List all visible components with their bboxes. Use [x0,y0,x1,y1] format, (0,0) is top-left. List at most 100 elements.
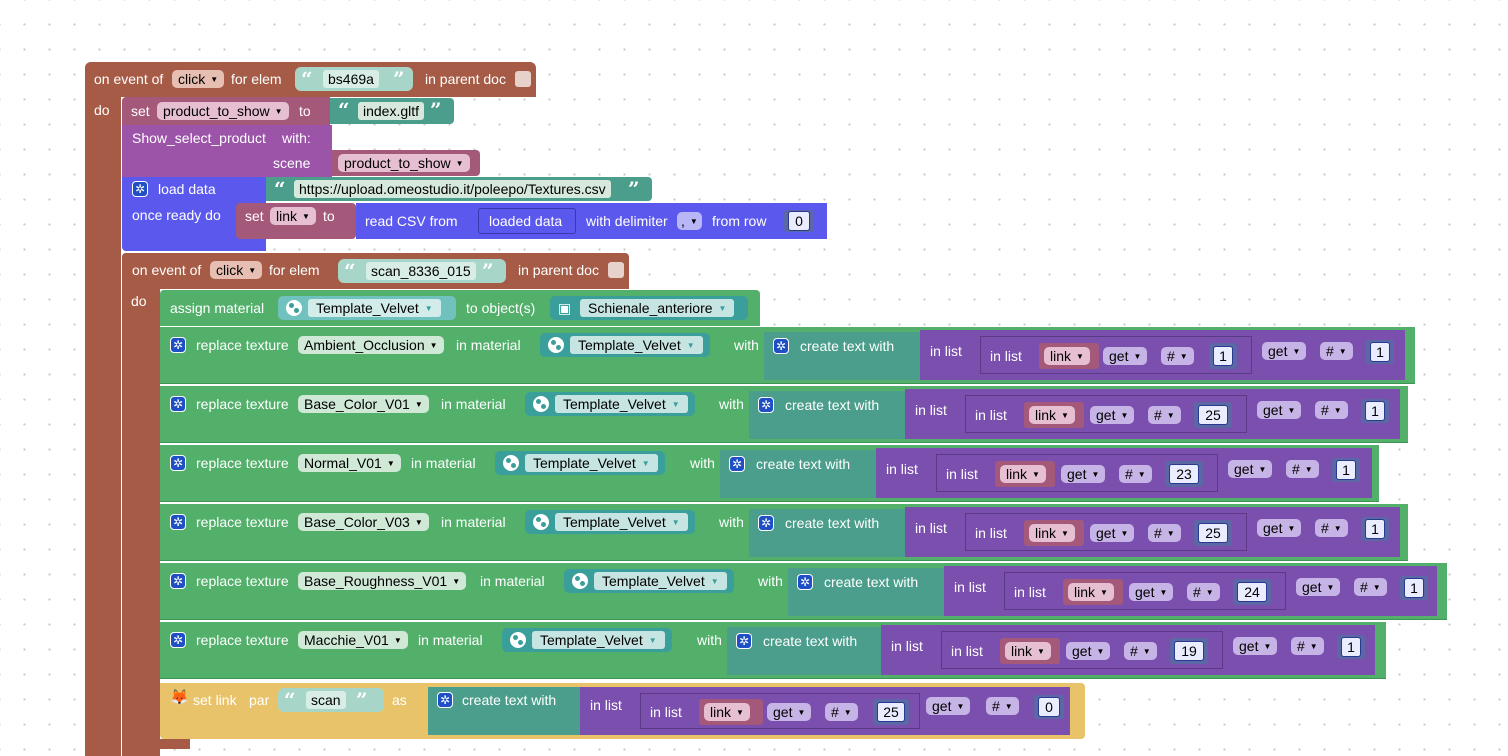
elem-string-field[interactable]: bs469a [323,70,379,88]
inner-elem-string-block[interactable]: “ scan_8336_015 ” [338,259,506,283]
index-number-block[interactable]: 24 [1233,579,1271,605]
get2-dropdown[interactable]: get▼ [926,697,971,715]
texture-dropdown[interactable]: Base_Roughness_V01▼ [298,572,467,590]
inner-list-block[interactable]: in list link▼ get▼ #▼ 25 [640,693,920,729]
replace-texture-block[interactable]: ✲ replace texture Normal_V01▼ in materia… [160,445,1379,502]
create-text-block[interactable]: ✲ create text with [720,450,876,498]
hash2-dropdown[interactable]: #▼ [1315,401,1348,419]
index2-number-block[interactable]: 1 [1361,399,1389,423]
create-text-block[interactable]: ✲ create text with [749,391,905,439]
material-selector[interactable]: Template_Velvet▼ [540,333,710,357]
getter-variable-dropdown[interactable]: product_to_show▼ [338,154,470,172]
hash2-dropdown[interactable]: #▼ [1291,637,1324,655]
in-parent-doc-checkbox[interactable] [515,71,531,87]
get-dropdown[interactable]: get▼ [1090,406,1135,424]
outer-list-block[interactable]: in list in list link▼ get▼ #▼ 25 get▼ #▼… [905,507,1400,557]
material-selector[interactable]: Template_Velvet▼ [495,451,665,475]
gear-icon[interactable]: ✲ [170,337,186,353]
gear-icon[interactable]: ✲ [437,692,453,708]
index2-number-field[interactable]: 1 [1365,401,1385,421]
get2-dropdown[interactable]: get▼ [1257,519,1302,537]
inner-elem-string-field[interactable]: scan_8336_015 [366,262,476,280]
get2-dropdown[interactable]: get▼ [1228,460,1273,478]
outer-list-block[interactable]: in list in list link▼ get▼ #▼ 24 get▼ #▼… [944,566,1437,616]
hash2-dropdown[interactable]: #▼ [986,697,1019,715]
get-dropdown[interactable]: get▼ [1103,347,1148,365]
index-number-field[interactable]: 25 [877,702,905,722]
gear-icon[interactable]: ✲ [758,397,774,413]
list-variable-getter[interactable]: link▼ [1000,638,1060,664]
gear-icon[interactable]: ✲ [170,514,186,530]
gear-icon[interactable]: ✲ [729,456,745,472]
get-dropdown[interactable]: get▼ [767,703,812,721]
get-dropdown[interactable]: get▼ [1090,524,1135,542]
index2-number-block[interactable]: 1 [1361,517,1389,541]
replace-texture-block[interactable]: ✲ replace texture Base_Color_V03▼ in mat… [160,504,1408,561]
create-text-block[interactable]: ✲ create text with [764,332,920,380]
index-number-block[interactable]: 23 [1165,461,1203,487]
from-row-number-block[interactable]: 0 [784,210,814,232]
set-link-outer-list-block[interactable]: in list in list link▼ get▼ #▼ 25 get▼ #▼… [580,687,1070,735]
product-to-show-getter[interactable]: product_to_show▼ [332,150,480,176]
hash-dropdown[interactable]: #▼ [1148,524,1181,542]
hash-dropdown[interactable]: #▼ [1161,347,1194,365]
gear-icon[interactable]: ✲ [758,515,774,531]
create-text-block[interactable]: ✲ create text with [788,568,944,616]
hash2-dropdown[interactable]: #▼ [1315,519,1348,537]
url-string-block[interactable]: “ https://upload.omeostudio.it/poleepo/T… [266,177,652,201]
set-link-block[interactable]: 🦊 set link par “ scan ” as [160,683,428,739]
assign-material-block[interactable]: assign material Template_Velvet▼ to obje… [160,290,760,326]
material-selector[interactable]: Template_Velvet▼ [502,628,672,652]
index2-number-field[interactable]: 1 [1365,519,1385,539]
inner-list-block[interactable]: in list link▼ get▼ #▼ 25 [965,513,1247,551]
index-number-block[interactable]: 1 [1209,343,1237,369]
hash-dropdown[interactable]: #▼ [1119,465,1152,483]
index2-number-block[interactable]: 0 [1034,695,1064,719]
inner-list-block[interactable]: in list link▼ get▼ #▼ 23 [936,454,1218,492]
outer-event-block[interactable] [85,62,121,756]
list-variable-getter[interactable]: link▼ [1039,343,1099,369]
hash2-dropdown[interactable]: #▼ [1286,460,1319,478]
elem-string-block[interactable]: “ bs469a ” [295,67,413,91]
index2-number-field[interactable]: 1 [1341,637,1361,657]
inner-event-block[interactable] [122,253,160,756]
gear-icon[interactable]: ✲ [797,574,813,590]
outer-list-block[interactable]: in list in list link▼ get▼ #▼ 23 get▼ #▼… [876,448,1372,498]
index-number-field[interactable]: 19 [1174,641,1204,661]
get2-dropdown[interactable]: get▼ [1233,637,1278,655]
create-text-block[interactable]: ✲ create text with [727,627,881,675]
index-number-block[interactable]: 19 [1170,638,1208,664]
get2-dropdown[interactable]: get▼ [1262,342,1307,360]
list-variable-getter[interactable]: link▼ [699,699,763,725]
outer-list-block[interactable]: in list in list link▼ get▼ #▼ 1 get▼ #▼ … [920,330,1405,380]
index-gltf-string-block[interactable]: “ index.gltf ” [330,98,454,124]
gear-icon[interactable]: ✲ [736,633,752,649]
set-variable-block[interactable]: set product_to_show▼ to [122,97,330,125]
gear-icon[interactable]: ✲ [132,181,148,197]
index2-number-field[interactable]: 1 [1336,460,1356,480]
index-number-field[interactable]: 23 [1169,464,1199,484]
inner-list-block[interactable]: in list link▼ get▼ #▼ 1 [980,336,1252,374]
get-dropdown[interactable]: get▼ [1061,465,1106,483]
index2-number-field[interactable]: 1 [1370,342,1390,362]
from-row-number-field[interactable]: 0 [788,211,810,231]
hash-dropdown[interactable]: #▼ [1187,583,1220,601]
get-dropdown[interactable]: get▼ [1066,642,1111,660]
create-text-block[interactable]: ✲ create text with [749,509,905,557]
hash2-dropdown[interactable]: #▼ [1354,578,1387,596]
get-dropdown[interactable]: get▼ [1129,583,1174,601]
replace-texture-block[interactable]: ✲ replace texture Base_Roughness_V01▼ in… [160,563,1447,620]
gear-icon[interactable]: ✲ [773,338,789,354]
scan-string-field[interactable]: scan [306,691,346,709]
outer-list-block[interactable]: in list in list link▼ get▼ #▼ 19 get▼ #▼… [881,625,1375,675]
scan-string-block[interactable]: “ scan ” [278,688,384,712]
gear-icon[interactable]: ✲ [170,396,186,412]
index-number-field[interactable]: 25 [1198,405,1228,425]
replace-texture-block[interactable]: ✲ replace texture Macchie_V01▼ in materi… [160,622,1386,679]
index-number-field[interactable]: 24 [1237,582,1267,602]
index-number-field[interactable]: 25 [1198,523,1228,543]
inner-event-dropdown[interactable]: click▼ [210,261,263,279]
gear-icon[interactable]: ✲ [170,632,186,648]
replace-texture-block[interactable]: ✲ replace texture Base_Color_V01▼ in mat… [160,386,1408,443]
material-selector[interactable]: Template_Velvet▼ [525,510,695,534]
